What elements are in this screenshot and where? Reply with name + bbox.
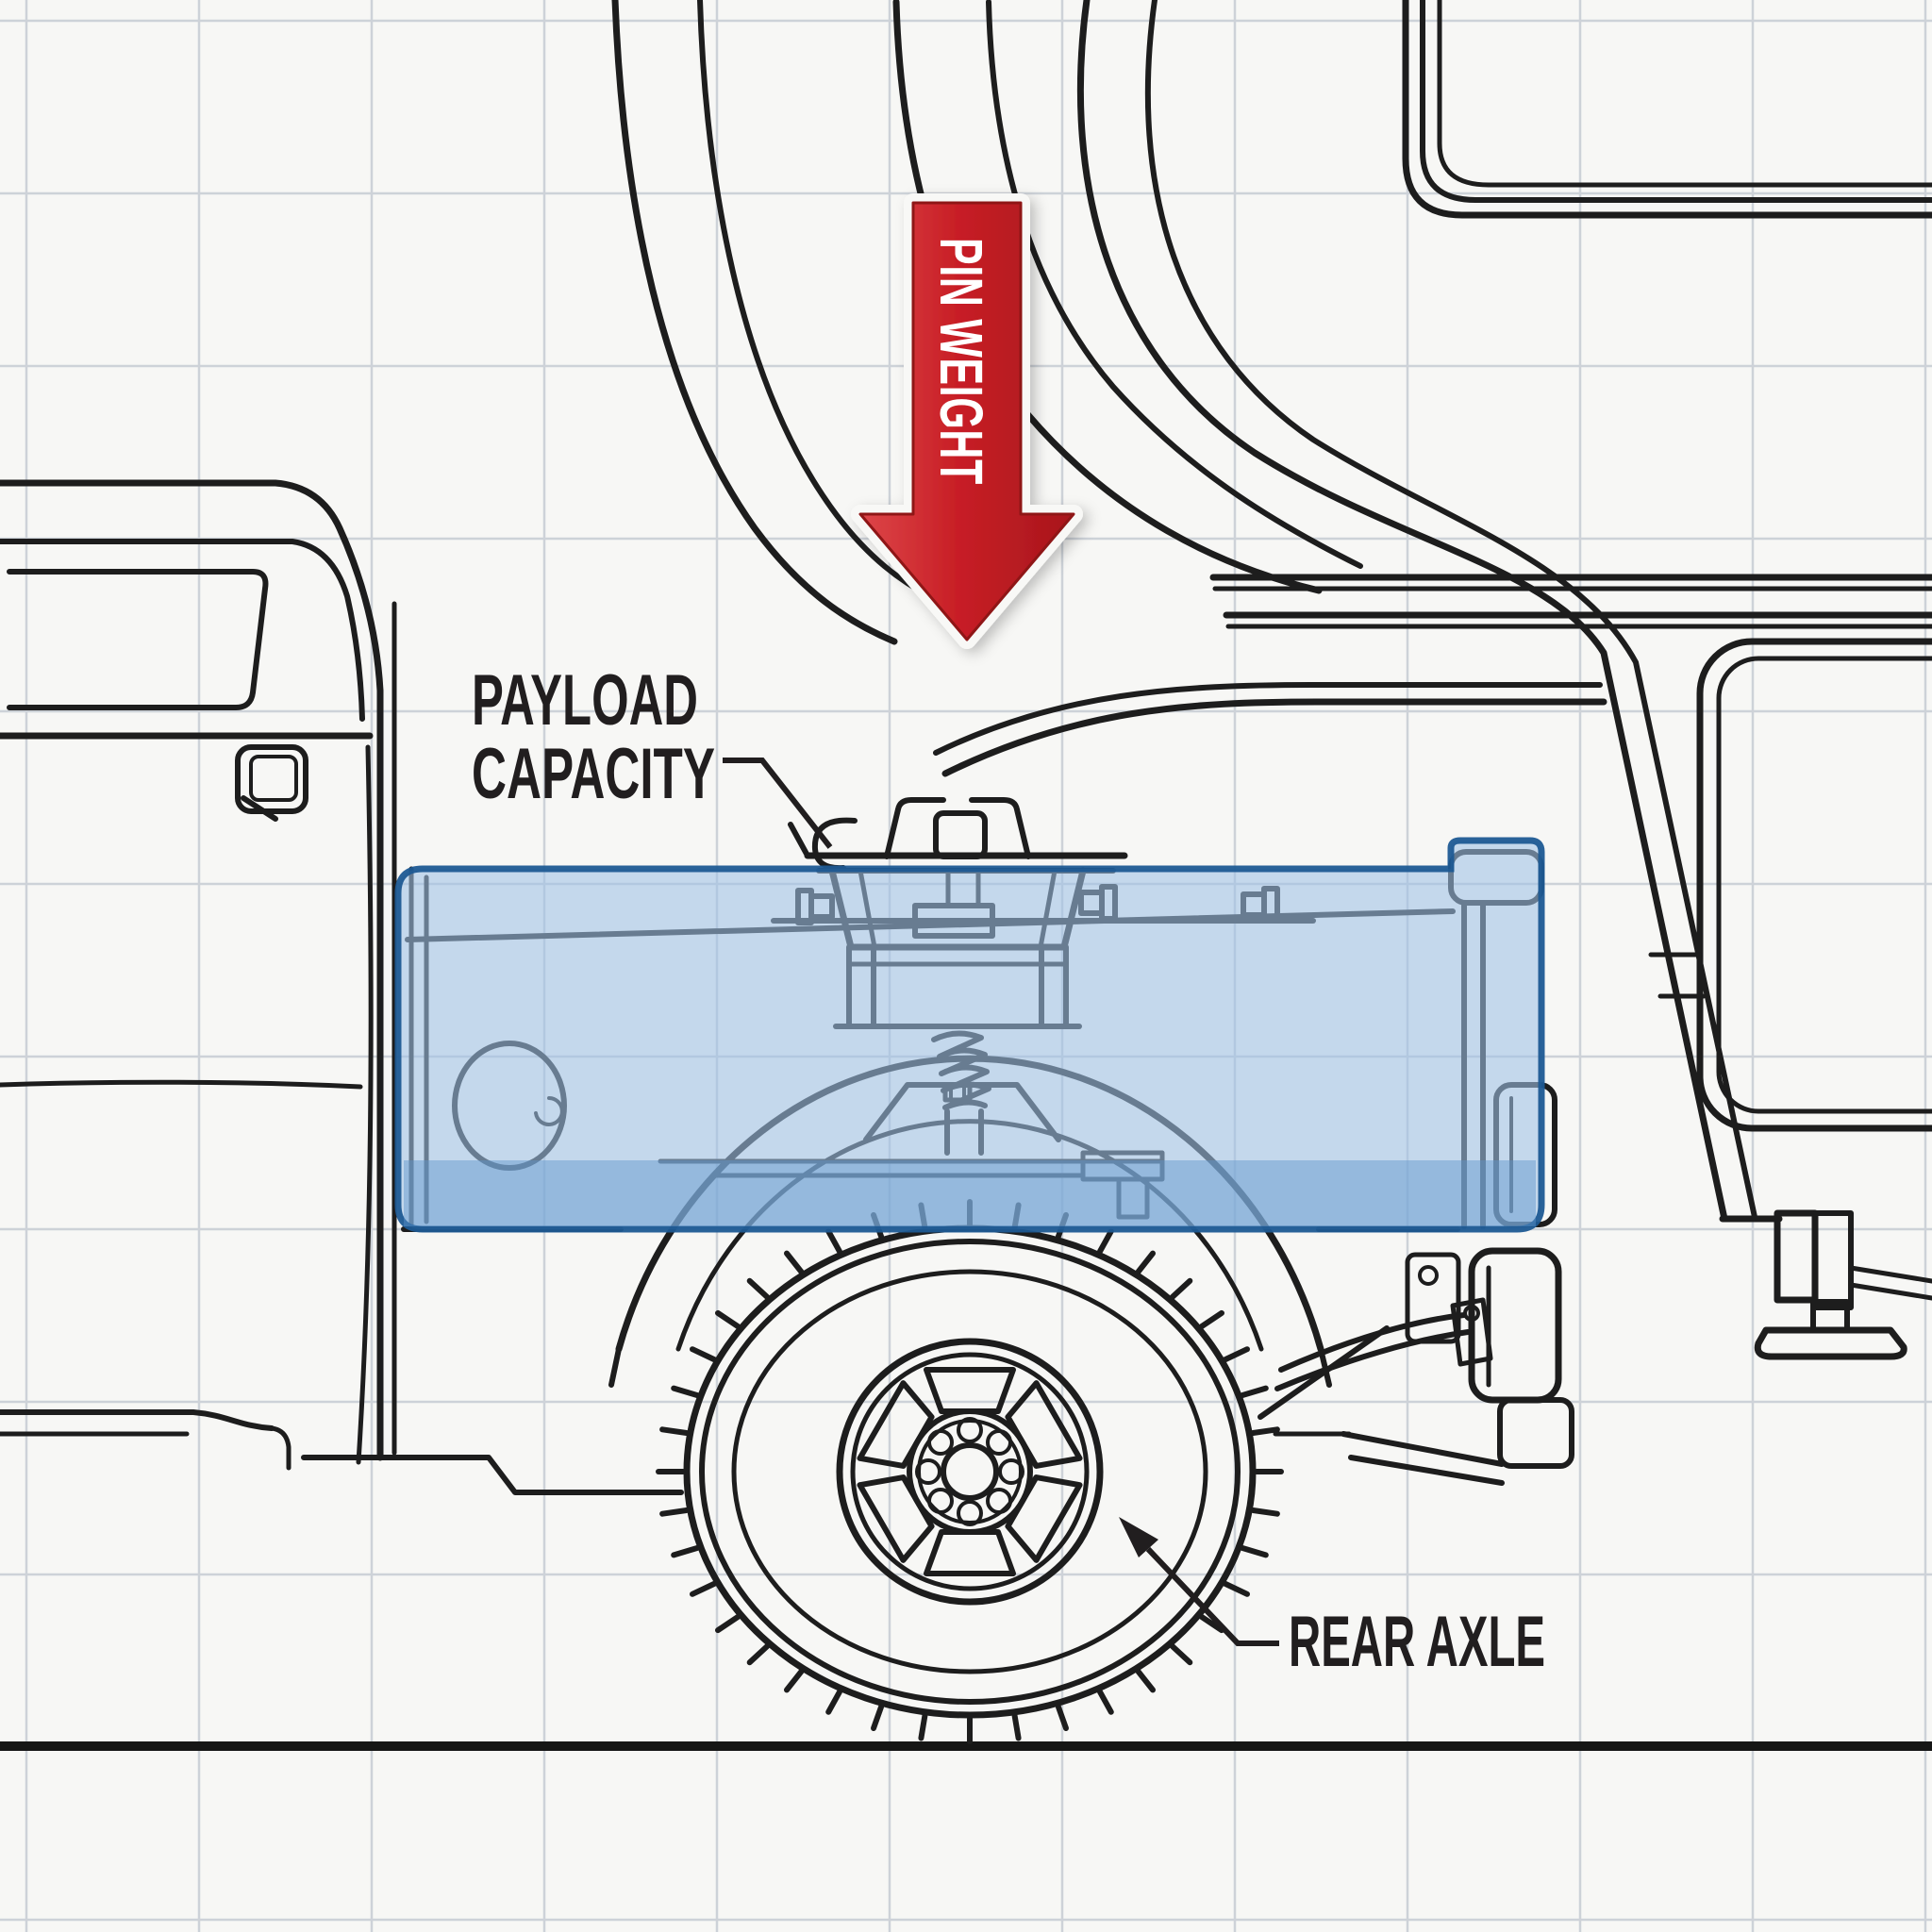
tire-tread bbox=[656, 1199, 1284, 1744]
payload-capacity-callout: PAYLOAD CAPACITY bbox=[472, 660, 833, 849]
rim-spoke-openings bbox=[859, 1370, 1079, 1574]
payload-leader-line bbox=[723, 758, 833, 849]
bed-rail-hook bbox=[811, 817, 858, 872]
rear-wheel bbox=[656, 1199, 1284, 1744]
kingpin bbox=[933, 810, 988, 859]
rim bbox=[836, 1338, 1104, 1606]
trailer-landing-gear bbox=[1719, 1209, 1932, 1360]
door-handle bbox=[235, 744, 308, 814]
fifth-wheel-trailer bbox=[611, 0, 1932, 1360]
rear-axle-label: REAR AXLE bbox=[1289, 1602, 1545, 1682]
payload-capacity-label-line2: CAPACITY bbox=[472, 734, 715, 814]
rear-suspension-and-bumper bbox=[1257, 1247, 1574, 1486]
rear-axle-leader-line bbox=[1145, 1546, 1279, 1646]
callouts: PAYLOAD CAPACITY REAR AXLE bbox=[472, 660, 1545, 1682]
lug-nuts bbox=[915, 1417, 1024, 1526]
rear-axle-leader-arrowhead bbox=[1119, 1517, 1158, 1557]
pin-weight-label: PIN WEIGHT bbox=[927, 238, 995, 485]
payload-highlight bbox=[394, 837, 1545, 1233]
payload-capacity-label-line1: PAYLOAD bbox=[472, 660, 698, 741]
tire bbox=[683, 1224, 1257, 1719]
truck-cab bbox=[0, 479, 684, 1495]
hub bbox=[907, 1408, 1033, 1535]
pin-weight-arrow: PIN WEIGHT bbox=[851, 193, 1083, 649]
rear-axle-callout: REAR AXLE bbox=[1119, 1517, 1545, 1682]
